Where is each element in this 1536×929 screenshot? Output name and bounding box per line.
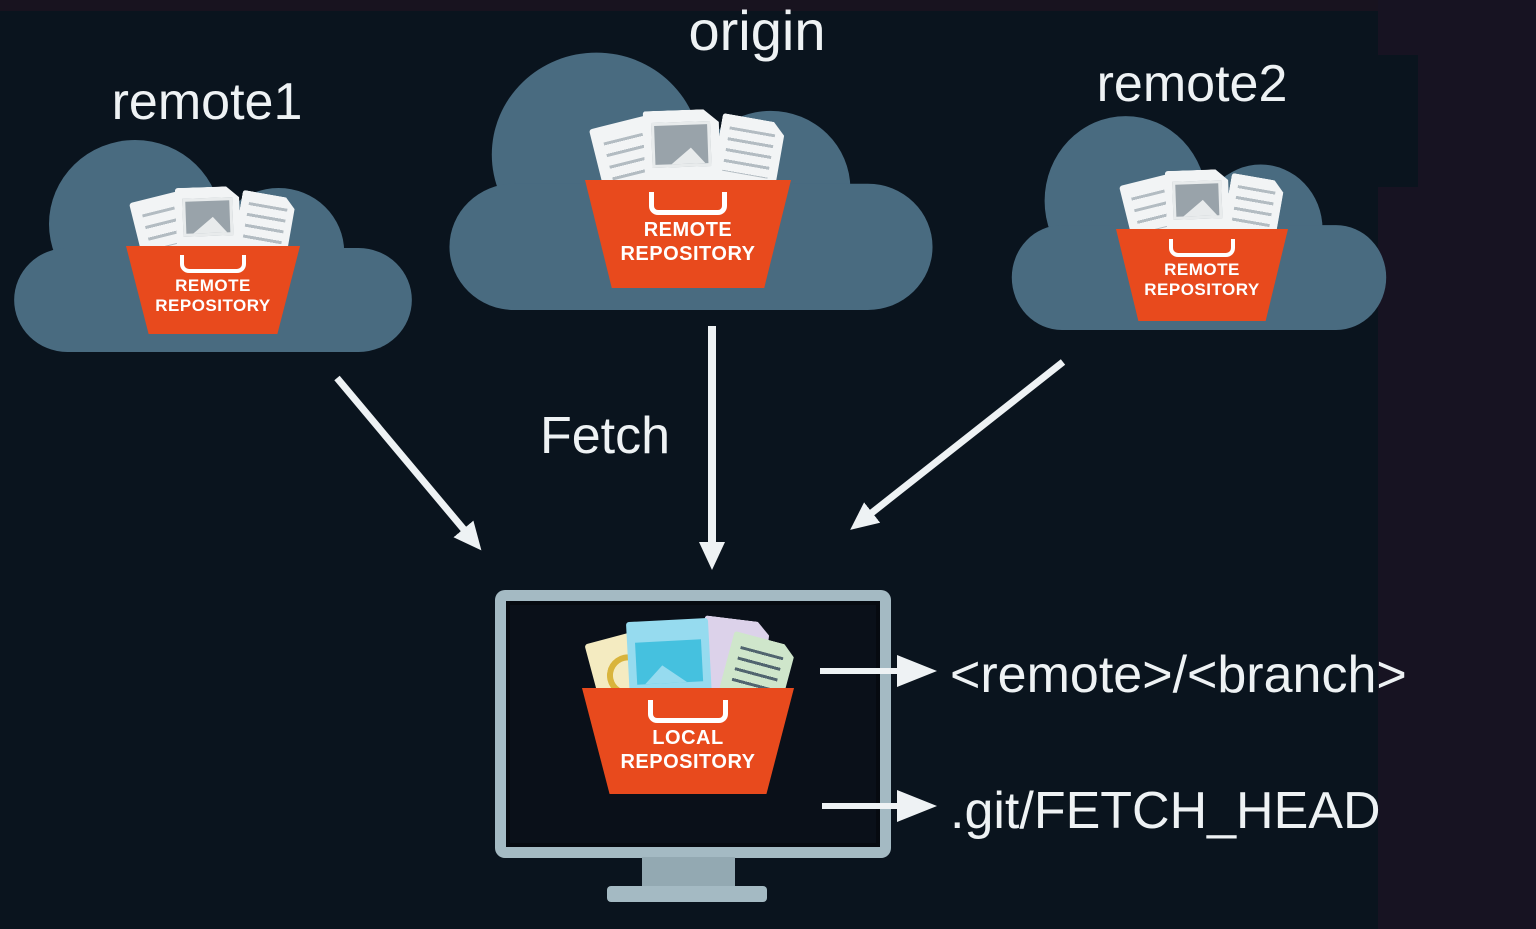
monitor-stand-base: [607, 886, 767, 902]
documents-icon: [588, 130, 783, 202]
image-placeholder-icon: [1172, 180, 1223, 220]
remote1-label: remote1: [111, 73, 303, 131]
documents-icon: [584, 626, 785, 698]
remote2-repository-icon: REMOTE REPOSITORY: [1116, 187, 1288, 321]
origin-label: origin: [688, 0, 826, 62]
repo-bucket-icon: REMOTE REPOSITORY: [585, 180, 791, 288]
bucket-label: REMOTE REPOSITORY: [155, 276, 271, 316]
remote-branch-ref-label: <remote>/<branch>: [950, 646, 1407, 704]
background-block: [1378, 55, 1418, 187]
bucket-handle-icon: [648, 192, 728, 215]
origin-repository-icon: REMOTE REPOSITORY: [585, 130, 791, 288]
bucket-handle-icon: [647, 700, 729, 723]
fetch-arrow-remote2-icon: [850, 359, 1066, 530]
repo-bucket-icon: REMOTE REPOSITORY: [126, 246, 300, 334]
remote1-repository-icon: REMOTE REPOSITORY: [126, 204, 300, 334]
fetch-arrow-remote1-icon: [334, 375, 482, 551]
image-placeholder-icon: [634, 639, 703, 685]
repo-bucket-icon: REMOTE REPOSITORY: [1116, 229, 1288, 321]
top-edge-bar: [0, 0, 1536, 11]
remote2-label: remote2: [1096, 55, 1288, 113]
fetch-label: Fetch: [539, 407, 671, 465]
bucket-handle-icon: [179, 255, 247, 273]
fetch-head-ref-label: .git/FETCH_HEAD: [950, 782, 1381, 840]
bucket-handle-icon: [1169, 239, 1235, 257]
image-placeholder-icon: [182, 197, 233, 237]
bucket-label: REMOTE REPOSITORY: [1144, 260, 1260, 300]
local-repository-icon: LOCAL REPOSITORY: [582, 626, 794, 794]
bucket-label: REMOTE REPOSITORY: [620, 219, 756, 265]
bucket-label: LOCAL REPOSITORY: [620, 727, 756, 773]
monitor-stand-neck: [642, 857, 735, 888]
repo-bucket-icon: LOCAL REPOSITORY: [582, 688, 794, 794]
image-placeholder-icon: [652, 122, 713, 169]
